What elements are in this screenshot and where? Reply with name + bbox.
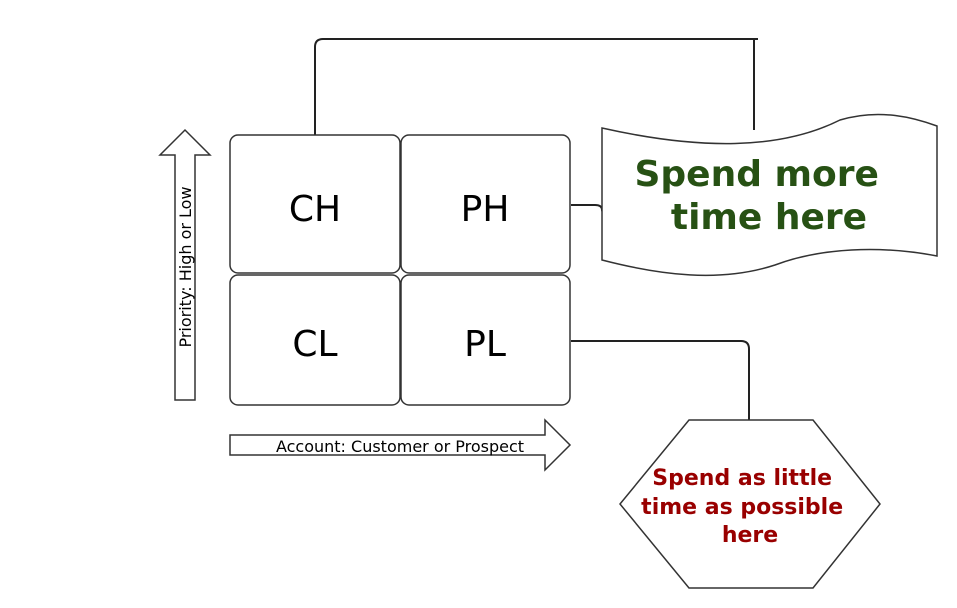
spend-more-time-line-2: time here [671, 197, 867, 238]
quadrant-cl: CL [229, 274, 401, 406]
quadrant-pl-label: PL [464, 324, 506, 365]
quadrant-ph-label: PH [461, 189, 510, 230]
spend-little-time-text: Spend as little time as possible here [641, 466, 851, 548]
spend-little-time-hexagon: Spend as little time as possible here [619, 419, 881, 589]
account-axis-label: Account: Customer or Prospect [276, 437, 524, 456]
spend-little-time-line-2: time as possible [641, 495, 843, 520]
quadrant-ch-label: CH [289, 189, 341, 230]
quadrant-pl: PL [400, 274, 571, 406]
spend-more-time-line-1: Spend more [634, 154, 878, 195]
priority-axis-arrow: Priority: High or Low [158, 128, 212, 401]
account-axis-arrow: Account: Customer or Prospect [229, 418, 572, 472]
priority-axis-label: Priority: High or Low [176, 186, 195, 347]
quadrant-ch: CH [229, 134, 401, 274]
connector-pl-to-hexagon [571, 340, 750, 420]
spend-more-time-text: Spend more time here [634, 154, 891, 238]
quadrant-cl-label: CL [292, 324, 337, 365]
spend-little-time-line-3: here [722, 523, 778, 548]
quadrant-ph: PH [400, 134, 571, 274]
connector-ch-to-note [314, 38, 758, 135]
spend-more-time-note: Spend more time here [601, 113, 938, 277]
spend-little-time-line-1: Spend as little [652, 466, 832, 491]
